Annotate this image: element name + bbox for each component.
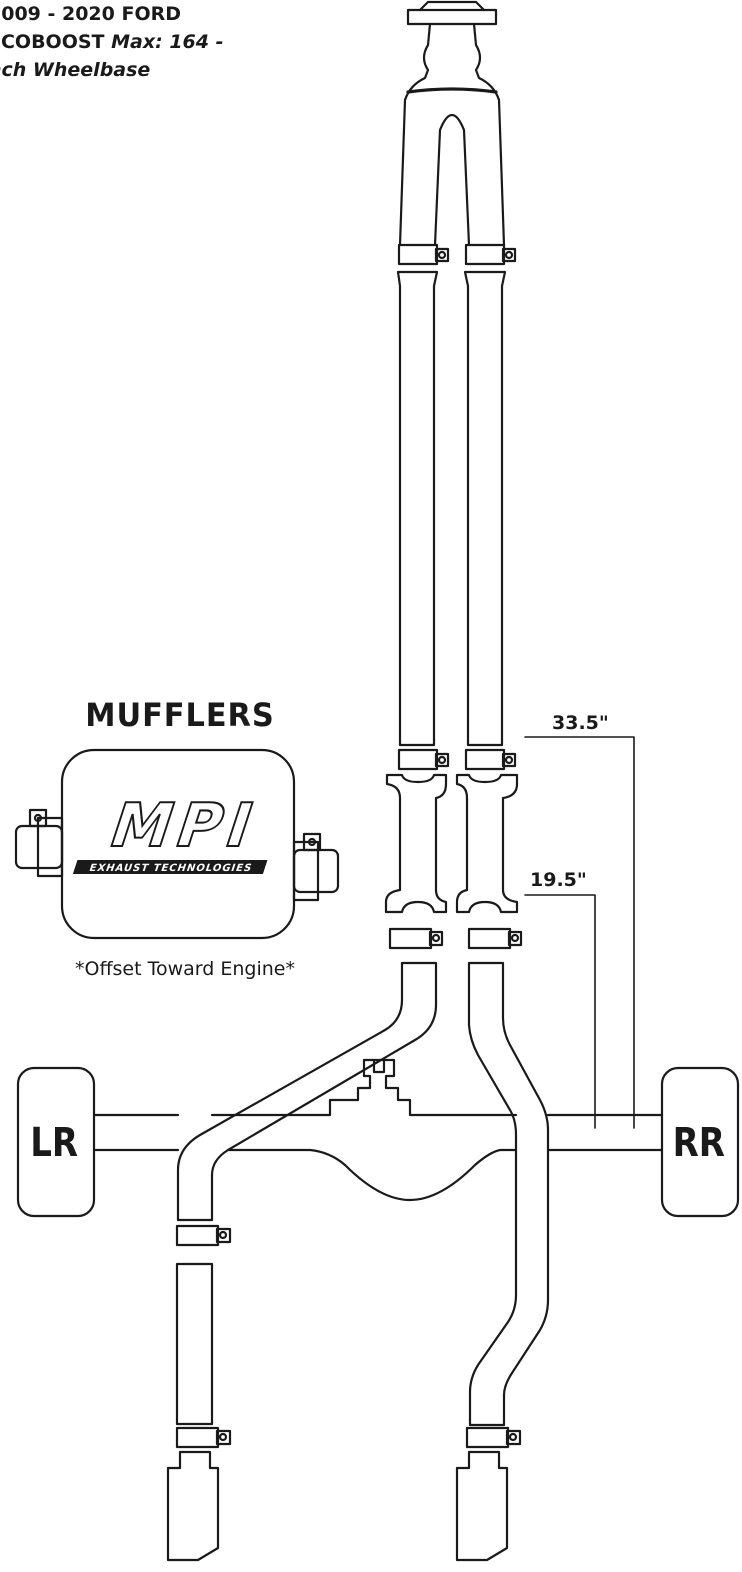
title-line-2-bold: ECOBOOST: [0, 31, 112, 53]
clamps: [175, 243, 523, 1449]
right-rear-wheel: [660, 1066, 740, 1218]
offset-note: *Offset Toward Engine*: [74, 958, 295, 980]
page-title: 2009 - 2020 FORD ECOBOOST Max: 164 - nch…: [0, 0, 308, 84]
wheel-label-right: RR: [672, 1120, 725, 1166]
y-pipe: [398, 0, 506, 247]
dimension-short-label: 19.5": [530, 869, 587, 891]
rear-axle: [92, 1058, 664, 1202]
logo-tagline: EXHAUST TECHNOLOGIES: [88, 862, 254, 874]
title-line-3-italic: nch Wheelbase: [0, 59, 151, 81]
dimension-lines: [524, 736, 635, 1129]
title-line-2-italic: Max: 164 -: [111, 31, 224, 53]
tail-pipes: [166, 1262, 509, 1562]
logo-brand: MPI: [101, 790, 268, 860]
over-axle-pipes: [176, 961, 550, 1427]
muffler-illustration: [14, 748, 340, 940]
title-line-2: ECOBOOST Max: 164 -: [0, 28, 308, 56]
center-mufflers: [384, 773, 519, 914]
title-line-3: nch Wheelbase: [0, 56, 308, 84]
left-rear-wheel: [16, 1066, 96, 1218]
dimension-long-label: 33.5": [552, 712, 609, 734]
mpi-logo: MPI EXHAUST TECHNOLOGIES: [72, 789, 269, 874]
intermediate-pipes: [396, 270, 507, 747]
mufflers-heading: MUFFLERS: [85, 696, 275, 734]
wheel-label-left: LR: [30, 1120, 79, 1166]
title-line-1: 2009 - 2020 FORD: [0, 3, 182, 25]
